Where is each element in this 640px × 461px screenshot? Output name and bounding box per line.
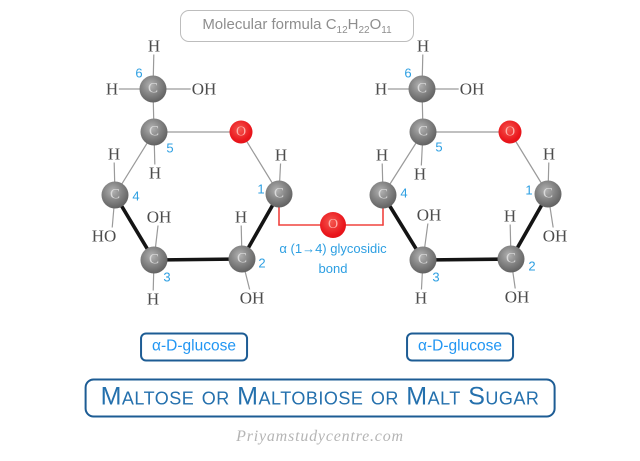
bold-ring-bond xyxy=(421,257,513,262)
glycosidic-bond-label-line2: bond xyxy=(318,261,348,276)
carbon-atom: C xyxy=(497,245,525,273)
atom-label-h: H xyxy=(273,145,289,165)
carbon-atom: C xyxy=(534,180,562,208)
glycosidic-bond-label-line1: α (1→4) glycosidic xyxy=(279,241,387,256)
main-title: Maltose or Maltobiose or Malt Sugar xyxy=(84,378,556,418)
carbon-atom: C xyxy=(408,75,436,103)
carbon-number-5: 5 xyxy=(435,139,443,155)
carbon-atom: C xyxy=(265,180,293,208)
atom-label-h: H xyxy=(233,207,249,227)
carbon-atom: C xyxy=(369,181,397,209)
atom-label-oh: OH xyxy=(145,207,173,227)
watermark: Priyamstudycentre.com xyxy=(236,428,404,445)
oxygen-atom: O xyxy=(229,120,253,144)
atom-label-ho: HO xyxy=(90,226,118,246)
oxygen-atom: O xyxy=(320,212,346,238)
carbon-number-5: 5 xyxy=(166,140,174,156)
carbon-number-6: 6 xyxy=(135,65,143,81)
atom-label-h: H xyxy=(541,144,557,164)
carbon-atom: C xyxy=(101,181,129,209)
alpha-d-glucose-label-right: α-D-glucose xyxy=(406,332,514,362)
atom-label-oh: OH xyxy=(190,79,218,99)
atom-label-h: H xyxy=(106,144,122,164)
molecular-formula-box: Molecular formula C12H22O11 xyxy=(180,10,414,42)
carbon-atom: C xyxy=(228,245,256,273)
atom-label-h: H xyxy=(415,36,431,56)
carbon-number-1: 1 xyxy=(525,182,533,198)
formula-text: Molecular formula C12H22O11 xyxy=(202,16,392,36)
atom-label-h: H xyxy=(502,206,518,226)
carbon-number-3: 3 xyxy=(163,269,171,285)
atom-label-h: H xyxy=(145,289,161,309)
carbon-number-1: 1 xyxy=(257,181,265,197)
carbon-number-6: 6 xyxy=(404,65,412,81)
bold-ring-bond xyxy=(152,257,244,262)
atom-label-h: H xyxy=(147,163,163,183)
carbon-atom: C xyxy=(409,118,437,146)
atom-label-oh: OH xyxy=(458,79,486,99)
atom-label-h: H xyxy=(104,79,120,99)
atom-label-h: H xyxy=(413,288,429,308)
carbon-number-3: 3 xyxy=(432,269,440,285)
atom-label-oh: OH xyxy=(541,226,569,246)
carbon-number-4: 4 xyxy=(400,185,408,201)
carbon-atom: C xyxy=(140,118,168,146)
atom-label-oh: OH xyxy=(415,205,443,225)
carbon-atom: C xyxy=(139,75,167,103)
alpha-d-glucose-label-left: α-D-glucose xyxy=(140,332,248,362)
carbon-number-4: 4 xyxy=(132,188,140,204)
carbon-number-2: 2 xyxy=(258,255,266,271)
atom-label-h: H xyxy=(374,145,390,165)
carbon-number-2: 2 xyxy=(528,258,536,274)
glycosidic-bond-label: α (1→4) glycosidic bond xyxy=(279,239,386,279)
carbon-atom: C xyxy=(409,246,437,274)
atom-label-oh: OH xyxy=(503,287,531,307)
atom-label-h: H xyxy=(373,79,389,99)
oxygen-atom: O xyxy=(498,120,522,144)
atom-label-h: H xyxy=(412,164,428,184)
atom-label-oh: OH xyxy=(238,288,266,308)
atom-label-h: H xyxy=(146,36,162,56)
carbon-atom: C xyxy=(140,246,168,274)
